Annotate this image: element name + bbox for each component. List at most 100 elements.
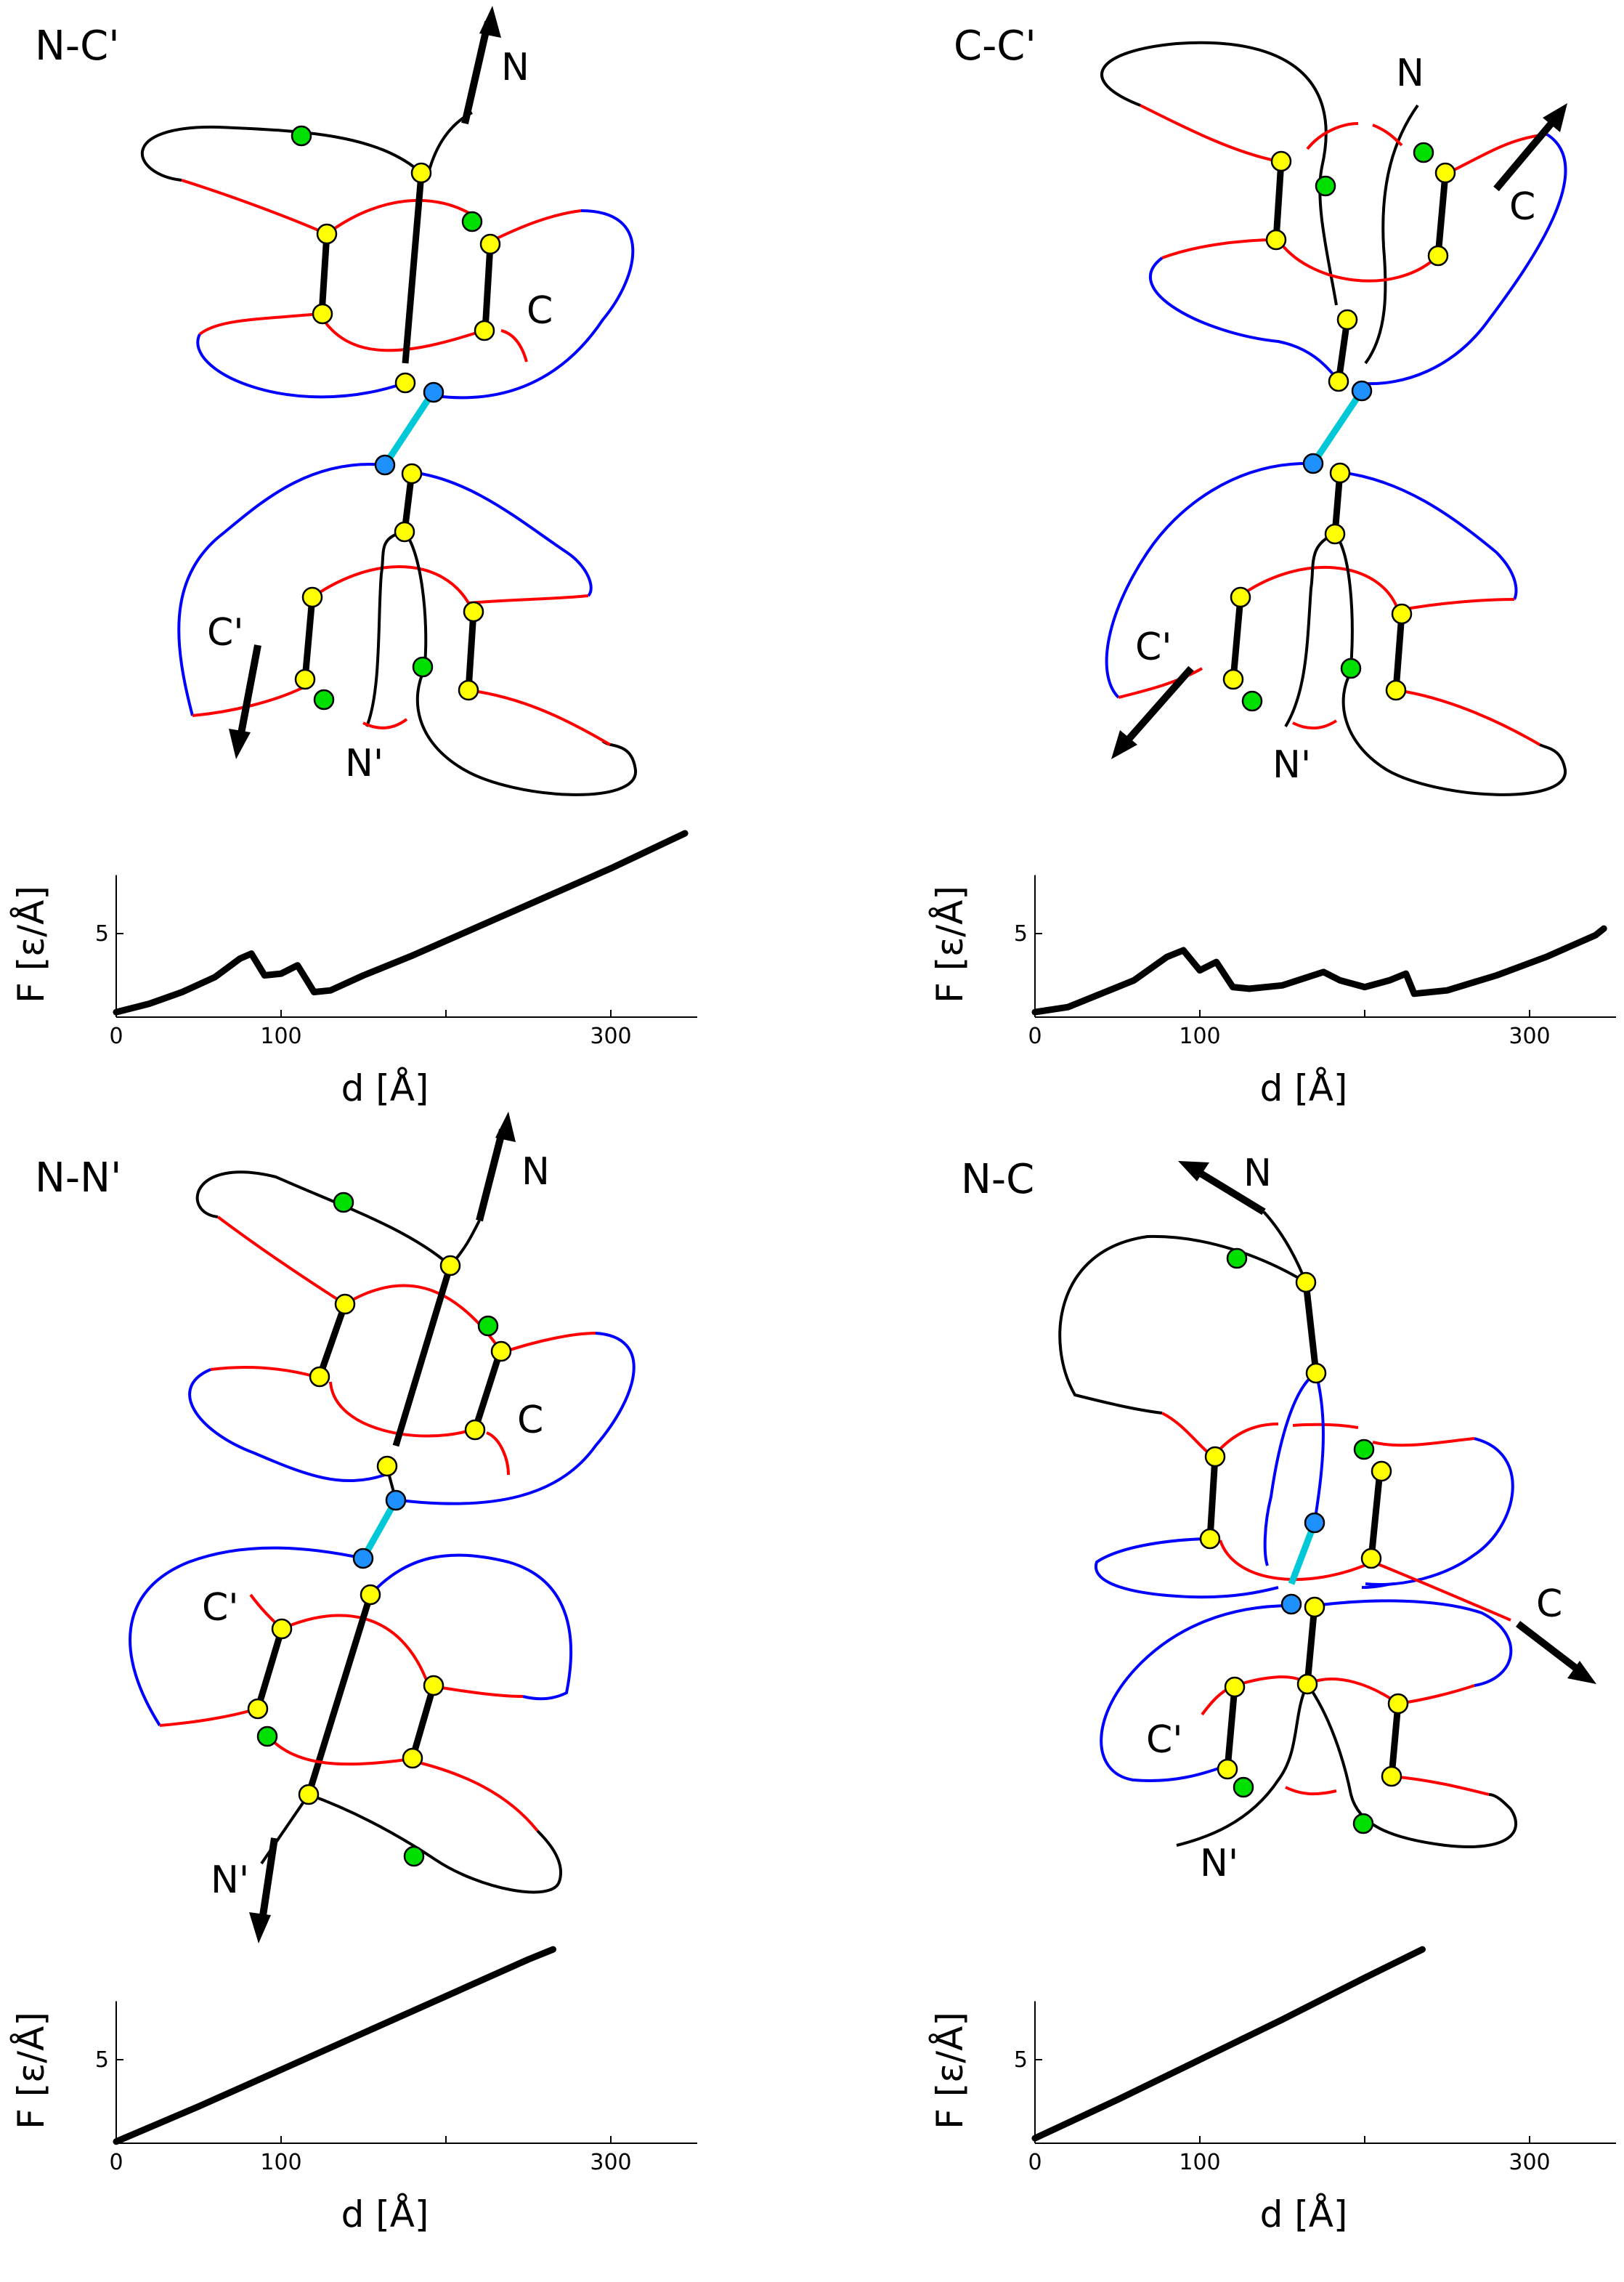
end-label-c-prime: C' — [207, 611, 244, 655]
bead-yellow — [247, 1698, 269, 1720]
bead-yellow — [394, 521, 415, 543]
bond-black — [318, 233, 330, 315]
bead-yellow — [1222, 668, 1244, 690]
pull-arrow-head — [249, 1912, 271, 1943]
bead-yellow — [294, 668, 316, 690]
bead-yellow — [1224, 1676, 1246, 1698]
bead-yellow — [1371, 1460, 1392, 1482]
bond-black — [1304, 1605, 1318, 1685]
y-axis-label: F [ε/Å] — [10, 2012, 52, 2129]
bond-black — [1335, 319, 1351, 382]
chain-black — [365, 530, 405, 727]
bead-yellow — [334, 1293, 356, 1315]
bead-yellow — [410, 162, 432, 184]
bead-green — [403, 1845, 425, 1867]
chain-black — [1364, 104, 1419, 365]
bond-black — [392, 1264, 454, 1447]
x-tick-label: 100 — [1179, 2150, 1220, 2175]
bead-green — [1413, 142, 1434, 163]
bead-green — [1340, 658, 1362, 679]
x-tick-label: 300 — [590, 2150, 631, 2175]
x-tick-label: 100 — [260, 1024, 301, 1049]
end-label-n-prime: N' — [211, 1858, 249, 1902]
bead-yellow — [1434, 162, 1456, 184]
end-label-n-prime: N' — [1272, 743, 1311, 787]
disulfide-bond — [1310, 389, 1365, 466]
chain-red — [261, 1729, 539, 1832]
bead-green — [333, 1191, 354, 1213]
pull-arrow-shaft — [1123, 665, 1194, 745]
pull-arrow-head — [1543, 103, 1567, 132]
chain-red — [1307, 1678, 1400, 1705]
bead-yellow — [439, 1255, 461, 1276]
bead-green — [412, 656, 434, 678]
chain-blue — [435, 209, 635, 400]
chain-red — [486, 1431, 510, 1476]
pull-arrow-head — [479, 6, 501, 38]
bead-blue — [352, 1547, 374, 1569]
chain-black — [308, 1793, 562, 1894]
bead-green — [1315, 175, 1336, 197]
pull-arrow-head — [229, 729, 251, 759]
bead-green — [313, 689, 335, 711]
bond-black — [465, 611, 477, 691]
bead-green — [1226, 1247, 1248, 1269]
panel-title: N-N' — [35, 1154, 121, 1202]
chain-black — [1058, 1234, 1307, 1415]
pull-arrow-shaft — [1515, 1621, 1583, 1674]
chain-red — [362, 718, 408, 729]
bead-green — [477, 1315, 499, 1337]
x-tick-label: 100 — [1179, 1024, 1220, 1049]
pull-arrow-head — [495, 1112, 516, 1142]
bead-yellow — [464, 1419, 486, 1441]
bond-black — [402, 174, 425, 364]
pull-arrow-shaft — [461, 20, 492, 125]
bead-yellow — [1304, 1596, 1325, 1618]
bead-yellow — [271, 1618, 293, 1640]
pull-arrow-head — [1178, 1161, 1209, 1181]
bead-yellow — [1387, 1693, 1409, 1715]
end-label-n-prime: N' — [345, 742, 383, 785]
chain-red — [500, 1332, 596, 1354]
chain-red — [344, 1284, 503, 1353]
bead-yellow — [316, 223, 338, 245]
chain-red — [1292, 719, 1338, 730]
pull-arrow-shaft — [258, 1837, 278, 1926]
disulfide-bond — [360, 1498, 399, 1561]
chain-blue — [1105, 461, 1314, 699]
bond-black — [1272, 161, 1285, 240]
bead-blue — [385, 1489, 407, 1511]
x-axis-label: d [Å] — [1260, 2193, 1348, 2236]
bead-green — [1352, 1813, 1374, 1834]
chain-blue — [1149, 256, 1338, 379]
x-tick-label: 300 — [590, 1024, 631, 1049]
bead-yellow — [298, 1784, 320, 1805]
end-label-c-prime: C' — [1135, 626, 1172, 669]
chain-red — [210, 1366, 317, 1378]
end-label-n: N — [1243, 1152, 1272, 1195]
bead-green — [1241, 690, 1263, 712]
end-label-c: C — [517, 1399, 543, 1442]
chain-black — [1306, 1683, 1518, 1848]
chain-blue — [1100, 1604, 1292, 1782]
bead-yellow — [312, 303, 333, 325]
bead-blue — [1302, 453, 1324, 474]
chain-blue — [1365, 1437, 1514, 1586]
bead-yellow — [360, 1584, 381, 1606]
bead-yellow — [1204, 1446, 1226, 1468]
chain-red — [1391, 1775, 1490, 1796]
bead-green — [256, 1725, 278, 1747]
panel-title: N-C' — [35, 23, 120, 70]
chain-red — [468, 594, 589, 604]
chain-black — [1176, 1683, 1309, 1847]
chain-red — [1237, 565, 1400, 611]
disulfide-bond — [382, 390, 436, 467]
bond-black — [482, 244, 494, 331]
end-label-n: N — [501, 46, 529, 89]
y-tick-label: 5 — [95, 921, 109, 947]
bead-yellow — [1270, 150, 1292, 172]
